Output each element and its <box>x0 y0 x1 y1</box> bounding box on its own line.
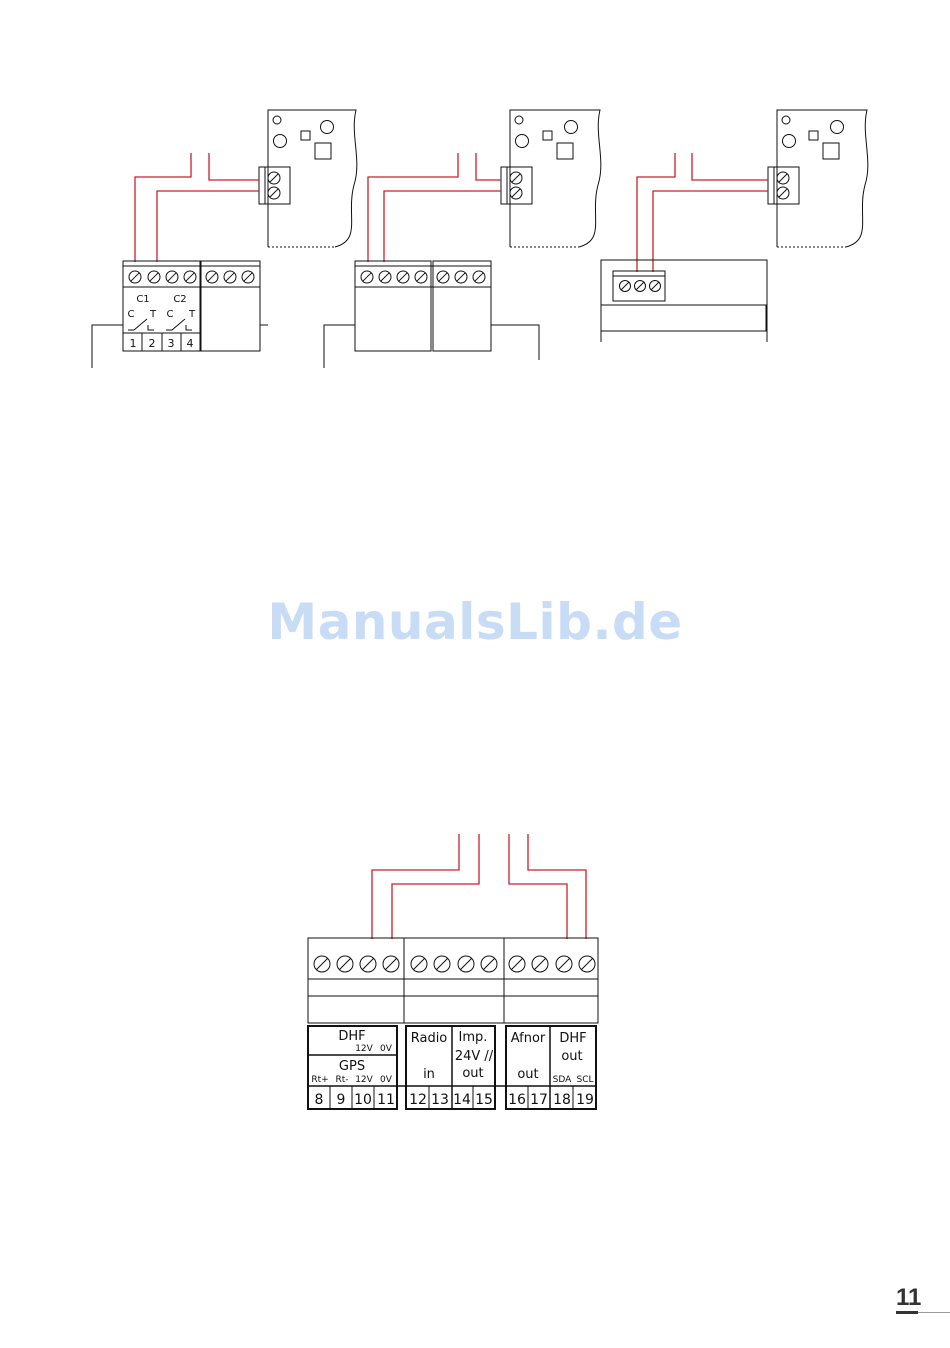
label-dhf-sda: SDA <box>553 1075 572 1085</box>
page-number-rule <box>896 1311 950 1314</box>
module-2-screw-terminals <box>361 271 485 283</box>
board-connector-2 <box>501 167 532 204</box>
screw-icon <box>206 271 218 283</box>
screw-icon <box>242 271 254 283</box>
board-connector-1 <box>259 167 290 204</box>
screw-icon <box>458 956 474 972</box>
relay-terminal-2: 2 <box>149 337 156 350</box>
label-dhf-12v: 12V <box>355 1044 373 1054</box>
label-afnor-out: out <box>517 1067 538 1082</box>
page-rule-light <box>918 1312 950 1313</box>
label-dhf-left: DHF <box>338 1029 365 1044</box>
screw-icon <box>455 271 467 283</box>
terminal-number: 10 <box>354 1092 372 1108</box>
label-imp-out: out <box>462 1066 483 1081</box>
label-gps: GPS <box>339 1059 365 1074</box>
terminal-number: 16 <box>508 1092 526 1108</box>
relay-label-t-right: T <box>188 309 196 320</box>
relay-terminal-1: 1 <box>130 337 137 350</box>
terminal-number: 12 <box>409 1092 427 1108</box>
screw-icon <box>148 271 160 283</box>
terminal-number: 11 <box>377 1092 395 1108</box>
board-connector-3 <box>768 167 799 204</box>
screw-icon <box>129 271 141 283</box>
relay-label-c1: C1 <box>136 294 149 305</box>
module-3 <box>601 260 767 342</box>
screw-icon <box>314 956 330 972</box>
label-gps-rt-plus: Rt+ <box>311 1075 328 1085</box>
screw-icon <box>184 271 196 283</box>
top-diagram-2 <box>324 110 601 368</box>
screw-icon <box>481 956 497 972</box>
terminal-number: 13 <box>431 1092 449 1108</box>
screw-icon <box>415 271 427 283</box>
screw-icon <box>224 271 236 283</box>
relay-label-c-left: C <box>128 309 135 320</box>
screw-icon <box>579 956 595 972</box>
terminal-number: 19 <box>576 1092 594 1108</box>
page-rule-dark <box>896 1311 918 1314</box>
terminal-numbers: 8 9 10 11 12 13 14 15 16 17 18 19 <box>315 1092 594 1108</box>
label-dhf-right: DHF <box>559 1031 586 1046</box>
screw-icon <box>532 956 548 972</box>
control-board-1 <box>268 110 357 247</box>
terminal-screws <box>314 956 595 972</box>
label-radio-in: in <box>423 1067 435 1082</box>
relay-terminal-3: 3 <box>168 337 175 350</box>
screw-icon <box>360 956 376 972</box>
screw-icon <box>509 956 525 972</box>
screw-icon <box>166 271 178 283</box>
relay-label-c-right: C <box>167 309 174 320</box>
screw-icon <box>397 271 409 283</box>
label-dhf-0v: 0V <box>380 1044 393 1054</box>
terminal-number: 8 <box>315 1092 324 1108</box>
screw-icon <box>379 271 391 283</box>
screw-icon <box>337 956 353 972</box>
top-diagram-3 <box>601 110 868 342</box>
terminal-number: 15 <box>475 1092 493 1108</box>
bottom-red-wires <box>372 834 586 939</box>
terminal-number: 14 <box>453 1092 471 1108</box>
terminal-number: 17 <box>530 1092 548 1108</box>
terminal-block <box>308 938 598 1023</box>
relay-screw-terminals <box>129 271 254 283</box>
red-wires-3 <box>637 153 768 272</box>
relay-label-c2: C2 <box>173 294 186 305</box>
screw-icon <box>556 956 572 972</box>
bottom-diagram: DHF 12V 0V GPS Rt+ Rt- 12V 0V Radio in I… <box>308 834 598 1109</box>
red-wires-2 <box>368 153 501 262</box>
screw-icon <box>437 271 449 283</box>
watermark: ManualsLib.de <box>0 593 950 651</box>
label-imp-24v: 24V // <box>455 1049 494 1064</box>
label-radio: Radio <box>411 1031 448 1046</box>
label-gps-12v: 12V <box>355 1075 373 1085</box>
relay-module: C1 C2 C T C T 1 2 3 4 <box>123 261 260 351</box>
label-afnor: Afnor <box>511 1031 546 1046</box>
screw-icon <box>473 271 485 283</box>
top-diagram-1: C1 C2 C T C T 1 2 3 4 <box>92 110 357 368</box>
label-grid: DHF 12V 0V GPS Rt+ Rt- 12V 0V Radio in I… <box>308 1026 596 1109</box>
external-wires-1 <box>92 325 268 368</box>
page-number: 11 <box>896 1284 921 1312</box>
control-board-2 <box>510 110 601 247</box>
screw-icon <box>411 956 427 972</box>
terminal-number: 18 <box>553 1092 571 1108</box>
terminal-number: 9 <box>337 1092 346 1108</box>
label-imp: Imp. <box>459 1030 488 1045</box>
screw-icon <box>383 956 399 972</box>
screw-icon <box>434 956 450 972</box>
module-2 <box>355 261 491 351</box>
label-dhf-out: out <box>561 1049 582 1064</box>
label-dhf-scl: SCL <box>576 1075 593 1085</box>
label-gps-rt-minus: Rt- <box>335 1075 348 1085</box>
control-board-3 <box>777 110 868 247</box>
red-wires-1 <box>135 153 259 262</box>
relay-label-t-left: T <box>149 309 157 320</box>
relay-terminal-4: 4 <box>187 337 194 350</box>
label-gps-0v: 0V <box>380 1075 393 1085</box>
screw-icon <box>361 271 373 283</box>
